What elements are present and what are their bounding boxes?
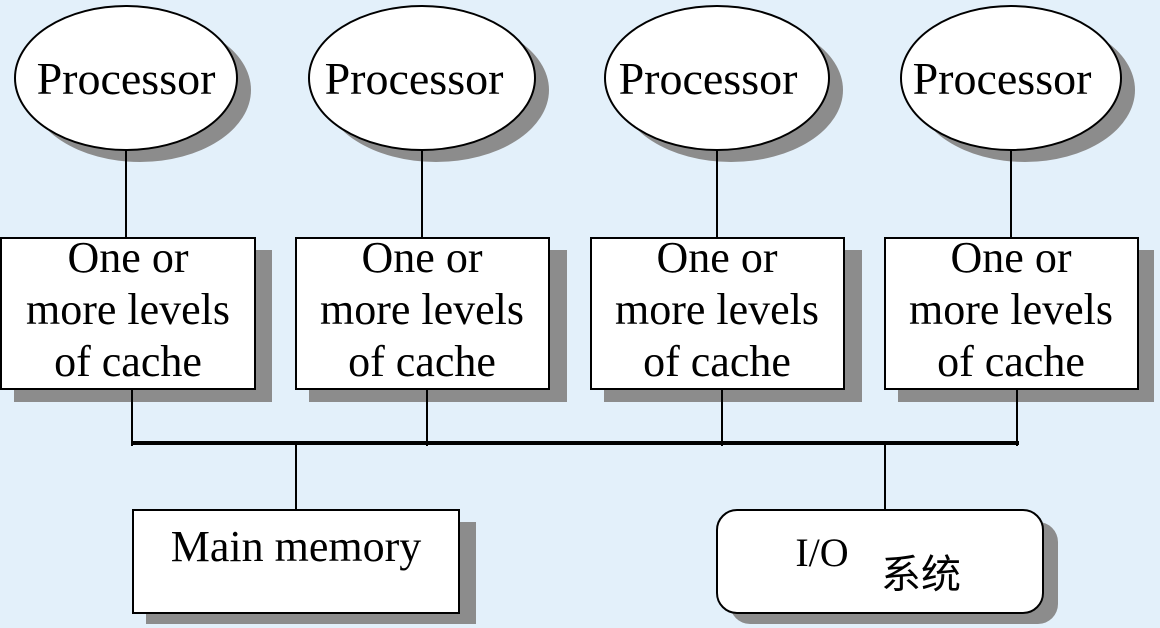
cache-1-line-2: more levels [26,285,230,334]
cache-2-line-2: more levels [320,285,524,334]
cache-4-line-2: more levels [909,285,1113,334]
cache-1-line-3: of cache [54,337,202,386]
cache-4 [884,237,1139,390]
column-3: Processor One or more levels of cache [590,5,862,446]
column-1: Processor One or more levels of cache [0,5,272,446]
column-2: Processor One or more levels of cache [295,5,567,446]
io-system-label-cjk: 系统 [881,552,961,598]
cache-4-line-3: of cache [937,337,1085,386]
cache-2 [295,237,550,390]
main-memory-box [132,509,460,614]
cache-3-line-2: more levels [615,285,819,334]
column-4: Processor One or more levels of cache [884,5,1154,446]
processor-1-label: Processor [37,53,216,104]
processor-3-label: Processor [619,53,798,104]
cache-4-line-1: One or [951,233,1072,282]
io-system-label-latin: I/O [795,530,848,575]
cache-3-line-3: of cache [643,337,791,386]
cache-2-line-3: of cache [348,337,496,386]
cache-2-line-1: One or [362,233,483,282]
cache-3 [590,237,845,390]
io-system-box [716,509,1044,614]
cache-1-line-1: One or [68,233,189,282]
cache-1 [0,237,256,390]
cache-3-line-1: One or [657,233,778,282]
processor-4-label: Processor [913,53,1092,104]
processor-2-label: Processor [325,53,504,104]
main-memory-label: Main memory [171,522,422,571]
